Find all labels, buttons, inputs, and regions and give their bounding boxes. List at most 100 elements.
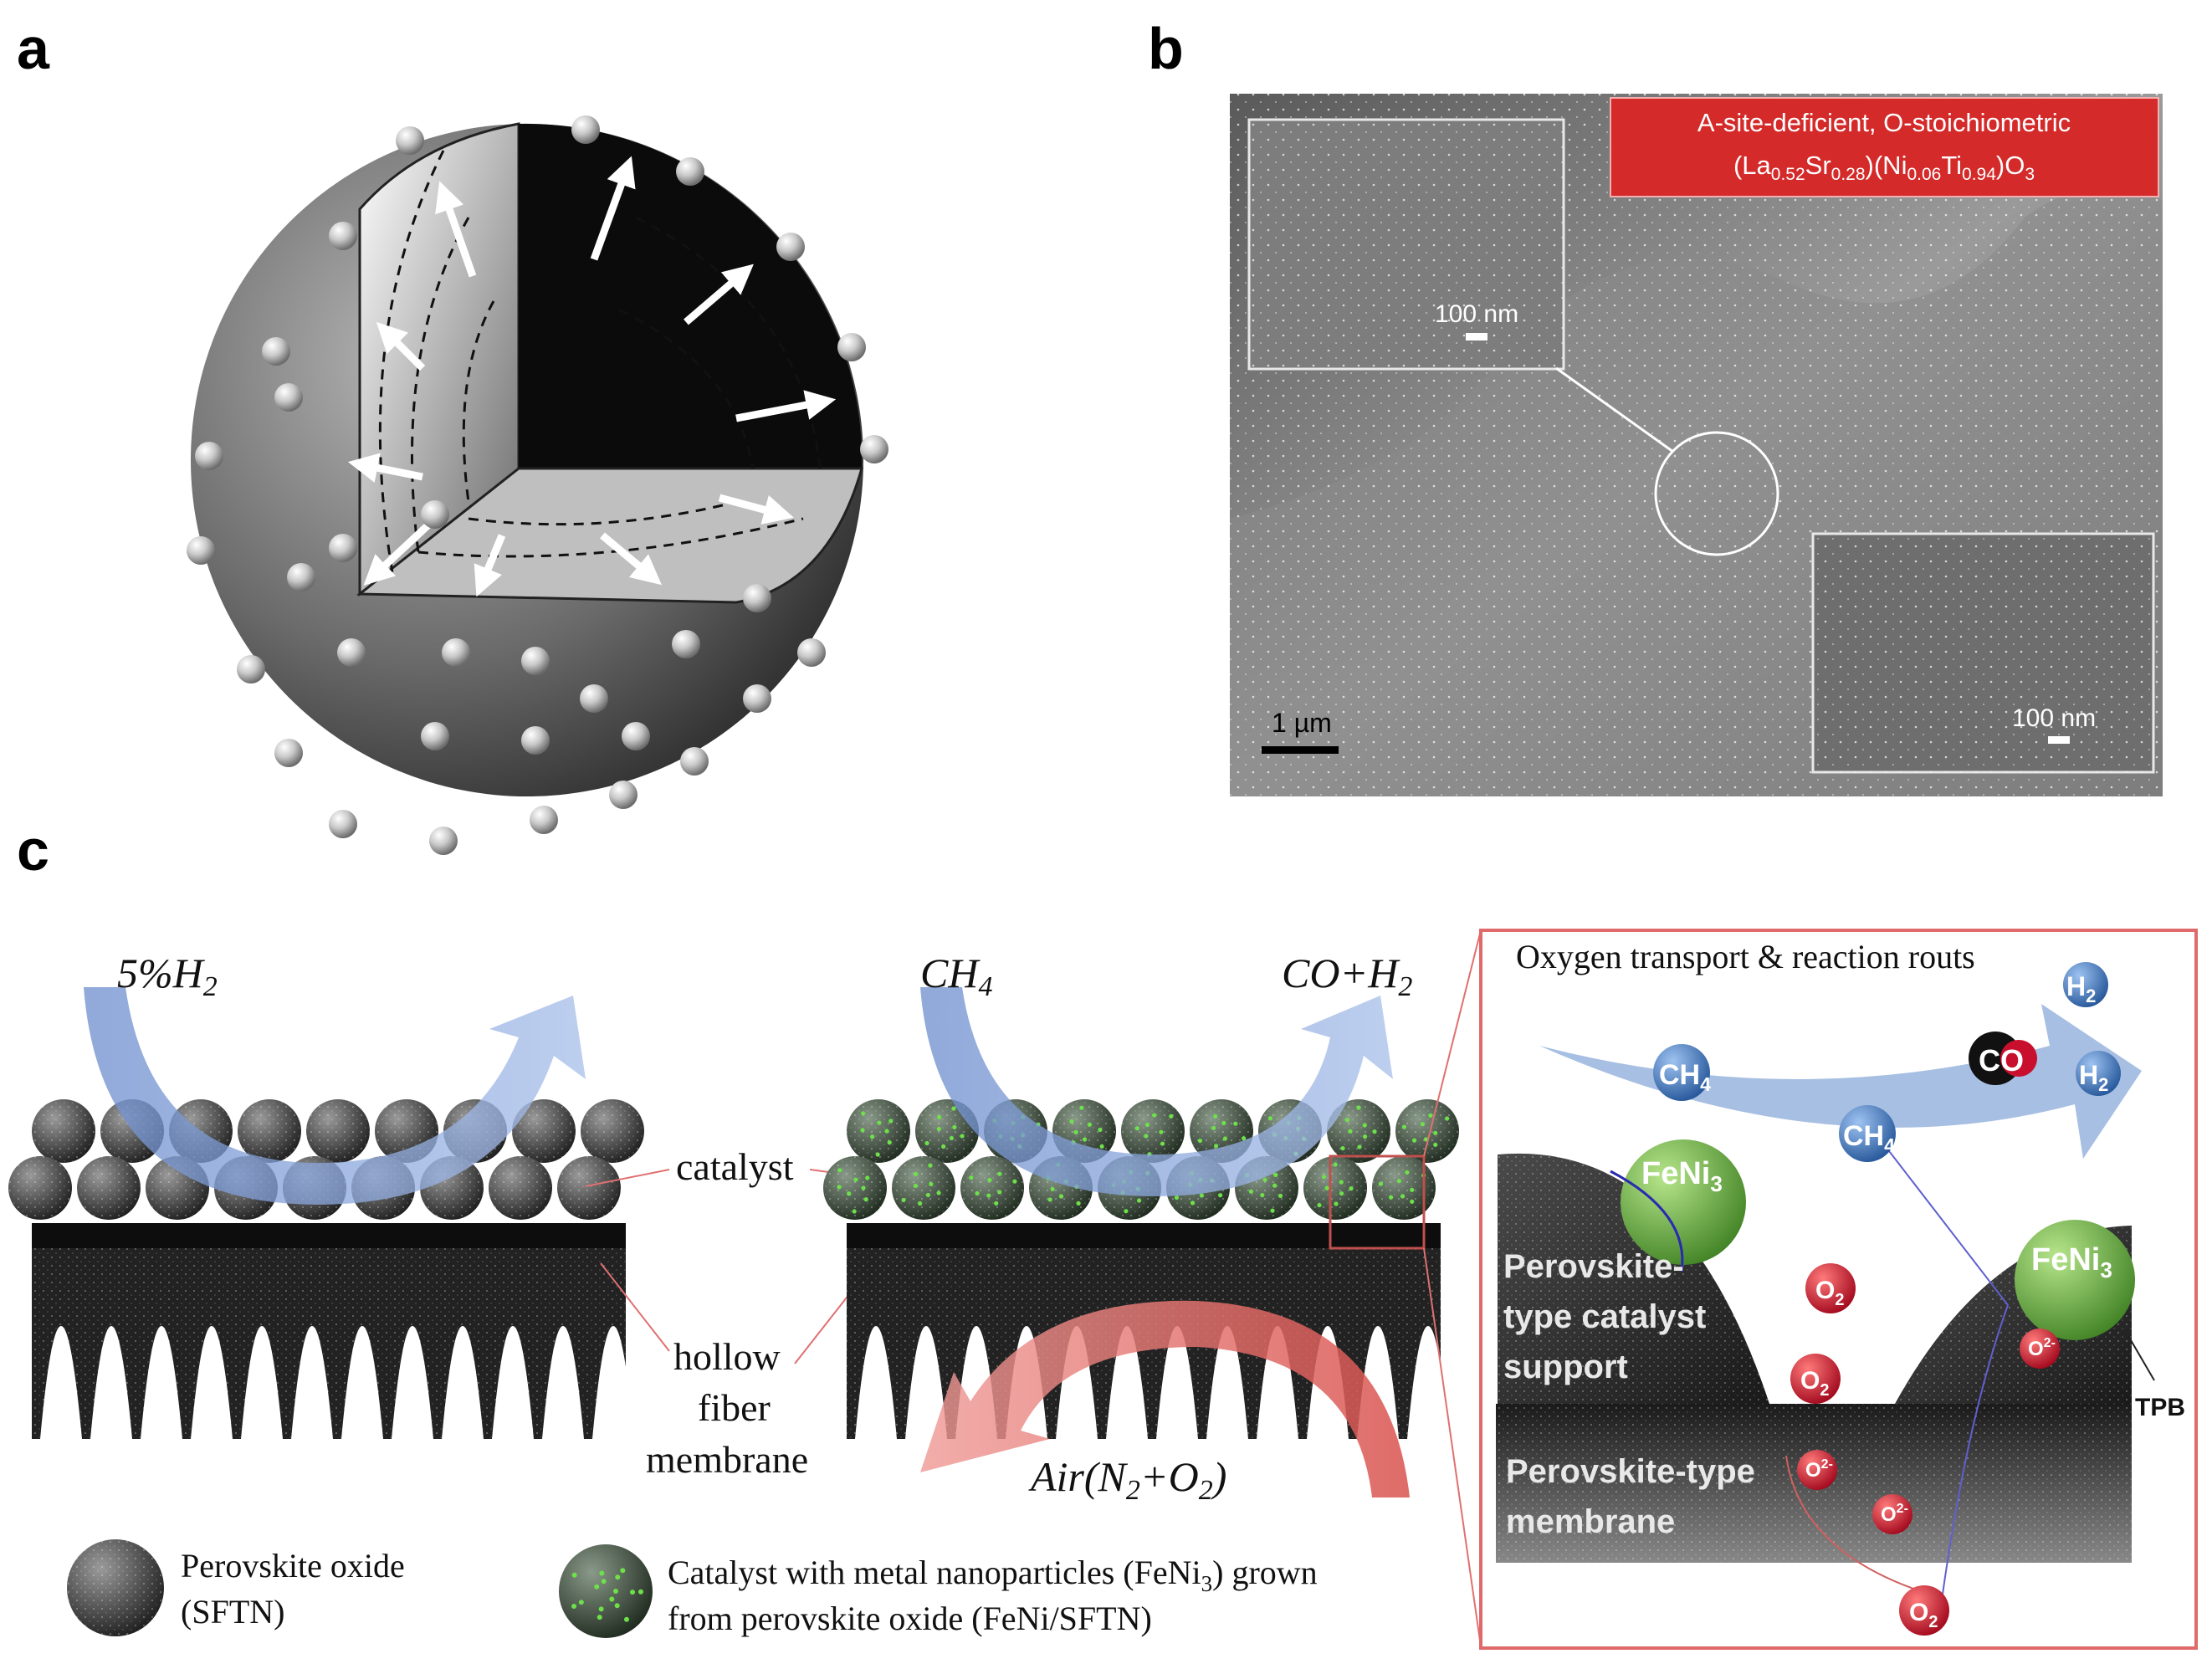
surface-nanoparticle (837, 333, 866, 361)
air-arrow (920, 1300, 1410, 1497)
surface-nanoparticle (187, 536, 215, 565)
o2-molecule-1: O2 (1805, 1263, 1856, 1313)
surface-nanoparticle (237, 655, 265, 683)
surface-nanoparticle (287, 563, 315, 591)
reaction-path-left (1610, 1170, 1684, 1272)
legend-item2-line1: Catalyst with metal nanoparticles (FeNi3… (668, 1554, 1318, 1596)
middle-membrane-dense-layer (847, 1223, 1441, 1248)
membrane-leader-left (600, 1262, 670, 1352)
feni3-particle-left (1621, 1139, 1746, 1265)
surface-nanoparticle (421, 722, 449, 750)
reaction-path-right (1886, 1147, 2010, 1607)
surface-nanoparticle (329, 534, 357, 562)
legend-catalyst-sphere (559, 1544, 653, 1638)
sem-main-scale-bar (1262, 746, 1339, 754)
middle-membrane: CH4 CO+H2 Air(N2+O2) (823, 950, 1459, 1506)
sem-inset-top-scale-label: 100 nm (1435, 300, 1518, 328)
svg-text:H2: H2 (2066, 971, 2096, 1006)
svg-text:H2: H2 (2079, 1060, 2108, 1095)
surface-nanoparticle (337, 638, 366, 667)
reaction-path-oxygen (1785, 1455, 1917, 1590)
middle-gas-out-label: CO+H2 (1282, 950, 1412, 1002)
sphere-cutaway-dark (519, 123, 863, 469)
svg-text:O2: O2 (1800, 1367, 1829, 1400)
sem-main-scale-label: 1 µm (1272, 708, 1332, 738)
h2-molecule-top: H2 (2063, 962, 2108, 1007)
surface-nanoparticle (396, 126, 424, 155)
surface-nanoparticle (776, 233, 805, 261)
sem-inset-bottom-scale-label: 100 nm (2012, 704, 2096, 732)
svg-text:CO: CO (1979, 1043, 2024, 1078)
ch4-molecule-bottom: CH4 (1839, 1105, 1896, 1162)
surface-nanoparticle (672, 630, 700, 658)
membrane-label-line2: membrane (1506, 1503, 1675, 1540)
inset-title: Oxygen transport & reaction routs (1516, 938, 1975, 975)
catalyst-leader-left (585, 1169, 670, 1187)
svg-text:O2-: O2- (2028, 1336, 2056, 1360)
surface-nanoparticle (329, 222, 357, 250)
o2-molecule-3: O2 (1899, 1585, 1949, 1636)
zoom-connector-bottom (1423, 1247, 1482, 1647)
surface-nanoparticle (421, 500, 449, 529)
composition-line2: (La0.52Sr0.28)(Ni0.06Ti0.94)O3 (1733, 151, 2035, 184)
surface-nanoparticle (442, 638, 470, 667)
svg-text:O2: O2 (1909, 1599, 1938, 1631)
oxide-ion-1: O2- (2020, 1329, 2060, 1369)
surface-nanoparticle (860, 435, 888, 463)
sem-inset-bottom-scale-bar (2048, 736, 2070, 744)
reaction-inset: Oxygen transport & reaction routs FeNi3 … (1479, 929, 2198, 1650)
h2-molecule-bottom: H2 (2076, 1051, 2121, 1096)
hollow-label: hollow (673, 1335, 781, 1378)
feni3-particle-right (2015, 1220, 2135, 1340)
surface-nanoparticle (797, 638, 826, 667)
zoom-box (1329, 1154, 1426, 1250)
surface-nanoparticle (743, 584, 771, 612)
legend-item2-line2: from perovskite oxide (FeNi/SFTN) (668, 1600, 1152, 1637)
surface-nanoparticle (195, 442, 223, 470)
support-label-line1: Perovskite- (1503, 1248, 1684, 1285)
tpb-label: TPB (2135, 1394, 2185, 1421)
dashed-shells (378, 150, 822, 578)
surface-nanoparticle (580, 684, 608, 713)
left-membrane-fingers (32, 1248, 634, 1439)
co-molecule: CO (1969, 1032, 2037, 1085)
surface-nanoparticle (429, 827, 458, 855)
fiber-label: fiber (698, 1386, 771, 1429)
surface-nanoparticle (571, 115, 600, 144)
feni3-label-left: FeNi3 (1641, 1156, 1723, 1196)
svg-text:O2: O2 (1815, 1277, 1844, 1309)
middle-gas-in-label: CH4 (920, 950, 992, 1002)
svg-text:O2-: O2- (1881, 1502, 1908, 1526)
support-label-line2: type catalyst (1503, 1298, 1706, 1335)
svg-text:CH4: CH4 (1659, 1059, 1711, 1095)
o2-molecule-2: O2 (1790, 1354, 1841, 1404)
surface-nanoparticle (622, 722, 650, 750)
surface-nanoparticle (262, 337, 290, 366)
surface-nanoparticle (521, 647, 550, 675)
legend-catalyst-dots (571, 1568, 643, 1622)
surface-nanoparticle (521, 726, 550, 755)
legend: Perovskite oxide (SFTN) Catalyst with me… (67, 1539, 1318, 1638)
surface-nanoparticle (680, 747, 709, 776)
panel-c: c 5%H2 catalyst hollow fiber membrane CH… (8, 817, 2198, 1650)
surface-nanoparticles (187, 115, 888, 855)
panel-b-letter: b (1148, 16, 1184, 81)
panel-a-letter: a (17, 16, 50, 81)
air-label: Air(N2+O2) (1028, 1453, 1226, 1506)
sem-inset-connector (1555, 366, 1674, 453)
composition-line1: A-site-deficient, O-stoichiometric (1697, 108, 2071, 137)
oxide-ion-2: O2- (1797, 1450, 1837, 1490)
left-reactant-arrow (84, 987, 586, 1205)
panel-b: b 100 nm 100 nm 1 µm A-site-deficient, O… (1148, 16, 2163, 796)
surface-nanoparticle (274, 739, 303, 767)
membrane-label: membrane (646, 1438, 808, 1481)
surface-nanoparticle (530, 806, 558, 834)
oxide-ion-3: O2- (1872, 1494, 1912, 1534)
feni3-label-right: FeNi3 (2031, 1242, 2112, 1282)
sphere-cutaway-wedge (358, 122, 520, 597)
support-label-line3: support (1503, 1349, 1628, 1385)
left-gas-label: 5%H2 (117, 950, 218, 1002)
diffusion-arrows (347, 156, 837, 597)
zoom-connector-top (1423, 929, 1482, 1157)
